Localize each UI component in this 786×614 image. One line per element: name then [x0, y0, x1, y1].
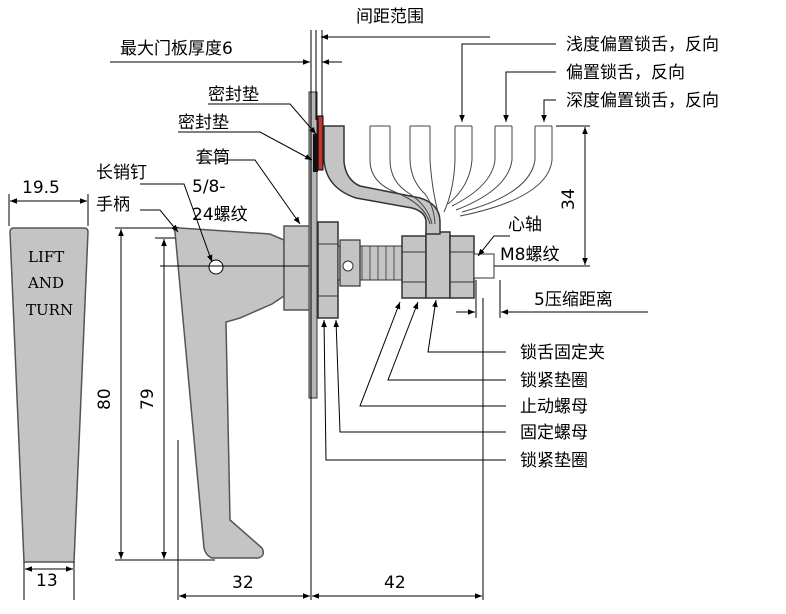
spindle-end — [473, 253, 495, 279]
pin-leaders — [140, 183, 213, 263]
spindle-label: 心轴 — [508, 215, 542, 235]
thread-label-1: 5/8- — [192, 177, 226, 197]
thread-label-2: 24螺纹 — [192, 205, 248, 225]
front-label-line2: AND — [27, 274, 64, 292]
tongue-main — [323, 125, 441, 235]
handle-lever — [173, 226, 285, 559]
gasket-black — [313, 134, 318, 172]
handle-label: 手柄 — [96, 195, 130, 215]
lock-washer-nut — [449, 235, 475, 299]
spacing-range-label: 间距范围 — [356, 7, 424, 27]
lock-washer-label-1: 锁紧垫圈 — [520, 371, 588, 391]
offset-label: 偏置锁舌，反向 — [566, 63, 685, 83]
tongue-center — [425, 231, 451, 299]
gasket-label-2: 密封垫 — [178, 113, 229, 133]
dim-compress — [456, 280, 648, 318]
gasket-leaders — [178, 103, 317, 225]
dim-heights — [115, 227, 215, 561]
tongue-options — [369, 125, 553, 225]
dim-height-79-label: 79 — [138, 388, 158, 410]
front-label-line1: LIFT — [28, 248, 64, 266]
sleeve-body — [283, 225, 313, 311]
dim-width-top — [8, 194, 89, 226]
fixed-nut — [317, 221, 339, 319]
stop-nut — [401, 235, 427, 299]
bottom-leaders — [321, 299, 506, 461]
dim-offset-34-label: 34 — [559, 188, 579, 210]
max-door-thickness-label: 最大门板厚度6 — [120, 39, 233, 59]
compress-distance-label: 5压缩距离 — [534, 290, 613, 310]
dim-offset-34 — [498, 125, 590, 267]
dim-width-42-label: 42 — [384, 573, 406, 593]
dim-width-top-label: 19.5 — [22, 178, 60, 198]
dim-width-bottom — [23, 562, 75, 600]
sleeve-label: 套筒 — [196, 148, 230, 168]
side-view-handle — [173, 225, 313, 559]
shallow-offset-label: 浅度偏置锁舌，反向 — [566, 35, 719, 55]
m8-thread-label: M8螺纹 — [500, 245, 559, 265]
gasket-red — [317, 115, 324, 171]
door-panel — [308, 30, 323, 600]
dim-width-32-label: 32 — [232, 573, 254, 593]
lock-washer-label-2: 锁紧垫圈 — [520, 451, 588, 471]
stop-nut-label: 止动螺母 — [520, 397, 588, 417]
dim-width-bottom-label: 13 — [36, 571, 58, 591]
front-label-line3: TURN — [26, 301, 73, 319]
long-pin-icon — [208, 259, 224, 275]
spindle-leaders — [477, 235, 510, 257]
tongue-leaders — [459, 43, 556, 122]
dim-height-80-label: 80 — [95, 388, 115, 410]
threaded-shaft — [337, 239, 403, 287]
long-pin-label: 长销钉 — [96, 163, 147, 183]
tongue-clip-label: 锁舌固定夹 — [520, 343, 605, 363]
gasket-label-1: 密封垫 — [208, 85, 259, 105]
fixed-nut-label: 固定螺母 — [520, 423, 588, 443]
dim-widths — [177, 298, 484, 600]
deep-offset-label: 深度偏置锁舌，反向 — [566, 91, 719, 111]
front-view-handle: LIFT AND TURN — [9, 227, 89, 563]
front-handle-shape — [9, 227, 89, 563]
